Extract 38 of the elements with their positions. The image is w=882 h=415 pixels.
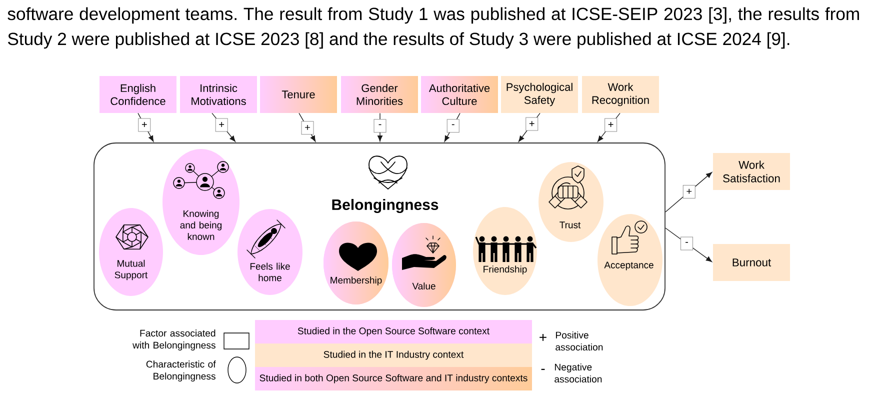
- edge-label: -: [374, 119, 386, 133]
- edge-label: -: [446, 119, 460, 133]
- oval: Feels like home: [238, 209, 302, 295]
- factor-box: Work Recognition: [582, 76, 659, 113]
- legend-text: Negative association: [554, 364, 602, 383]
- sign-label: +: [540, 334, 546, 341]
- edge-label: +: [301, 121, 314, 135]
- factor-box: Gender Minorities: [341, 76, 418, 113]
- body-text: Study 2 were published at ICSE 2023 [8] and the results of Study 3 were published at ICSE 2024 [9].: [8, 32, 790, 49]
- sign-label: -: [541, 368, 545, 370]
- factor-box: Psychological Safety: [501, 76, 578, 113]
- arrow: [298, 112, 316, 142]
- arrow: [665, 228, 712, 262]
- edge-label: +: [138, 118, 151, 132]
- edge-label: +: [215, 118, 228, 132]
- arrow: [598, 112, 620, 142]
- factor-box: English Confidence: [100, 76, 176, 113]
- arrow: [518, 112, 540, 142]
- outcome-box: Work Satisfaction: [713, 153, 790, 190]
- arrow: [378, 112, 382, 142]
- legend-text: Positive association: [556, 331, 603, 351]
- edge-label: +: [682, 185, 696, 198]
- body-text: software development teams. The result from Study 1 was published at ICSE-SEIP 2023 [3], the results from: [8, 7, 859, 24]
- arrow: [138, 112, 154, 142]
- edge-label: +: [526, 117, 538, 131]
- arrow: [212, 112, 236, 142]
- oval: Acceptance: [598, 214, 662, 306]
- legend-text: Characteristic of Belongingness: [146, 360, 216, 382]
- oval: Mutual Support: [99, 208, 163, 296]
- outcome-box: Burnout: [713, 244, 790, 281]
- factor-box: Intrinsic Motivations: [180, 76, 257, 113]
- arrow: [444, 112, 460, 142]
- arrow: [665, 172, 712, 212]
- edge-label: +: [604, 118, 618, 132]
- edge-label: -: [680, 236, 694, 250]
- factor-box: Tenure: [260, 76, 337, 113]
- factor-box: Authoritative Culture: [421, 76, 498, 113]
- legend-text: Factor associated with Belongingness: [132, 330, 216, 350]
